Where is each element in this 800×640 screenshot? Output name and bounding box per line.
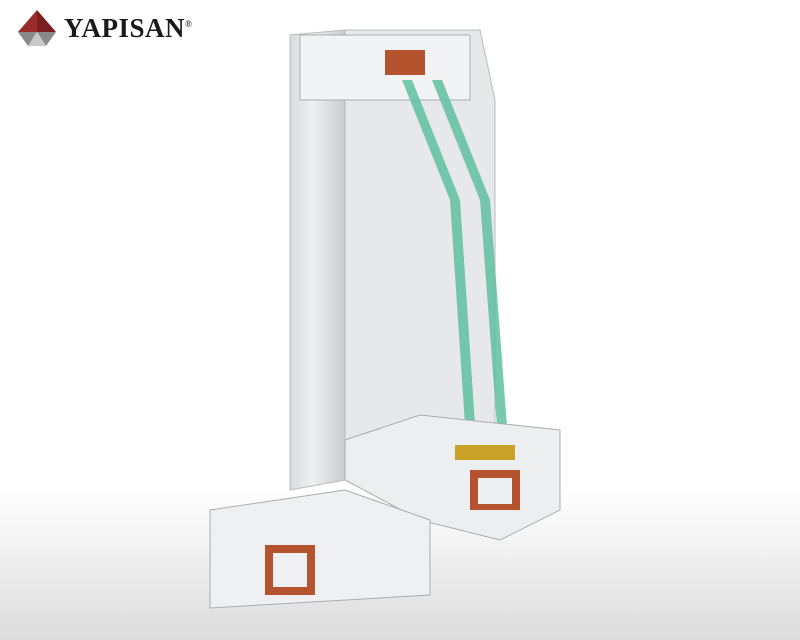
glass-pane-1: [402, 80, 476, 440]
frame-steel-inner: [273, 553, 307, 587]
sash-steel-inner: [478, 478, 512, 504]
top-steel: [385, 50, 425, 75]
brand-logo: YAPISAN®: [16, 8, 192, 48]
brand-name: YAPISAN®: [64, 12, 193, 43]
glass-pane-2: [432, 80, 508, 440]
brand-logo-mark-icon: [18, 10, 56, 46]
spacer: [455, 445, 515, 460]
